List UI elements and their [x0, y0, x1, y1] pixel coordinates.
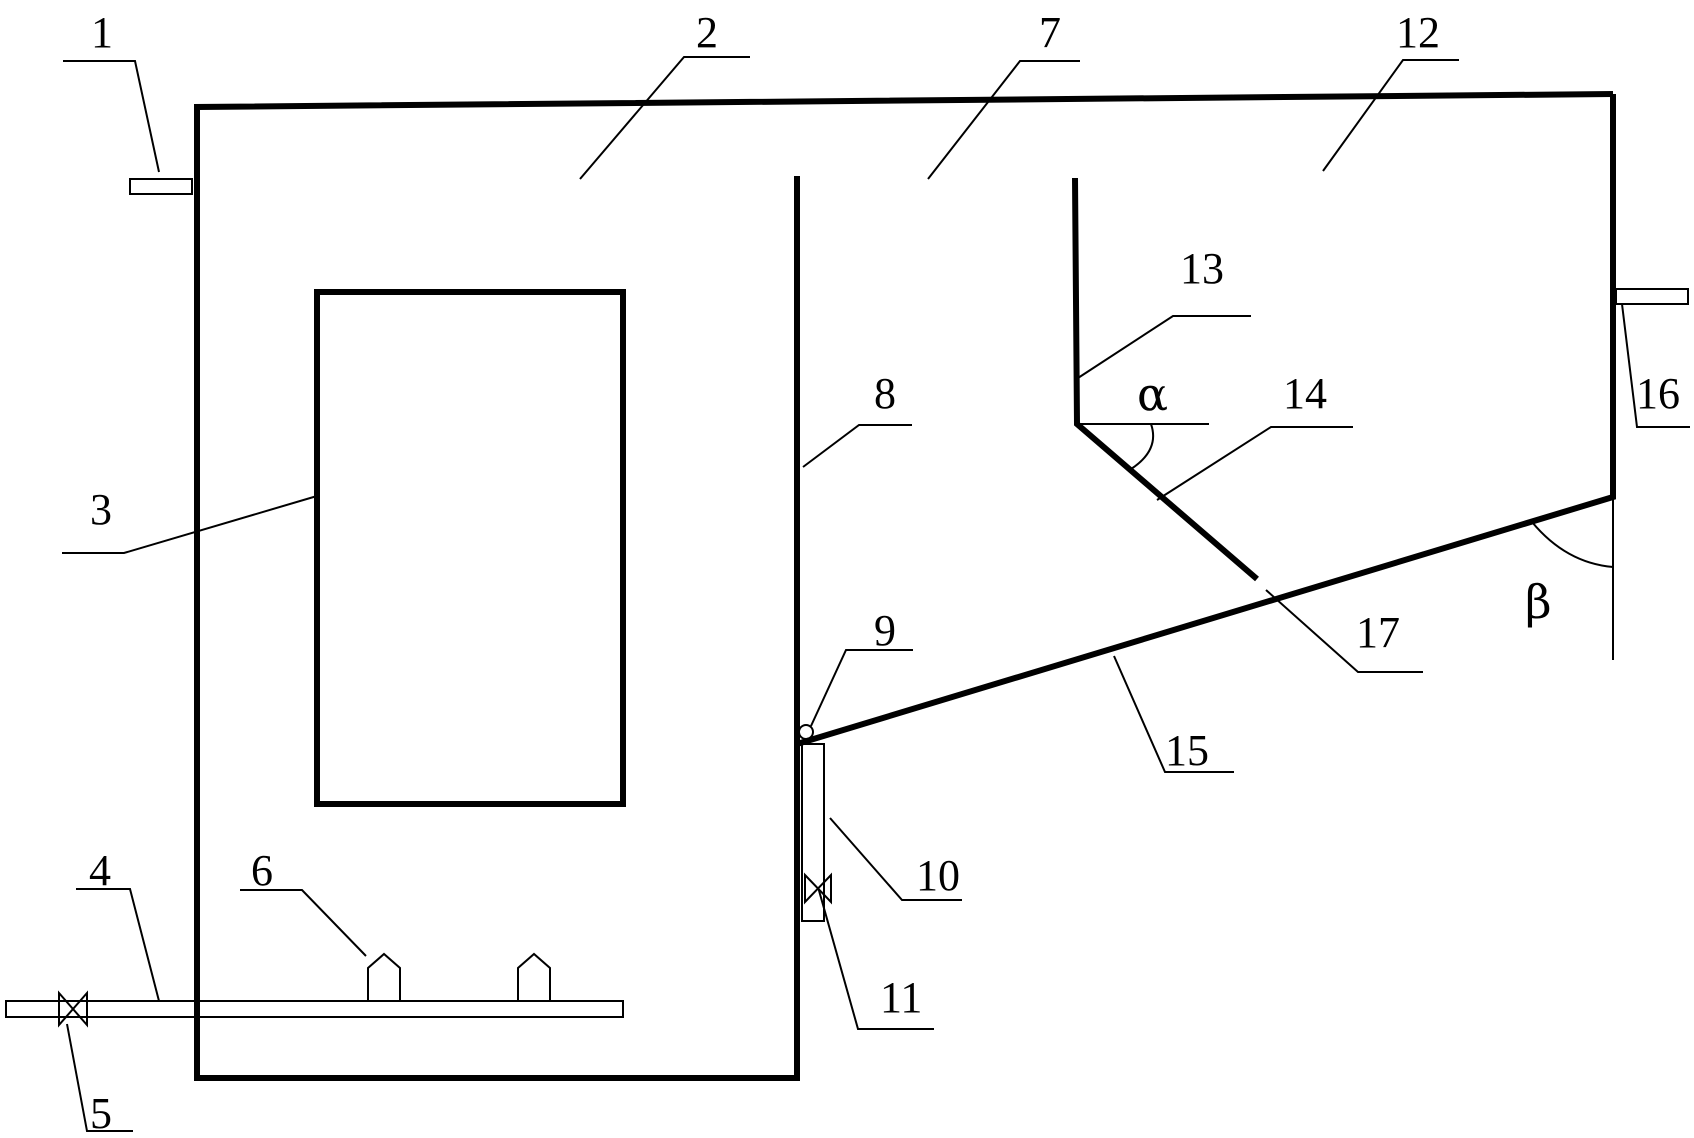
- leader-9: [810, 649, 913, 727]
- leader-12: [1322, 59, 1459, 172]
- leader-16: [1621, 303, 1690, 428]
- alpha-label: α: [1137, 367, 1168, 421]
- feed-pipe: [5, 1000, 624, 1018]
- leader-3: [62, 495, 318, 554]
- leader-11: [817, 886, 934, 1030]
- label-17: 17: [1356, 608, 1400, 657]
- label-3: 3: [90, 485, 112, 534]
- leader-10: [829, 817, 962, 901]
- label-14: 14: [1283, 369, 1327, 418]
- label-13: 13: [1180, 244, 1224, 293]
- leader-7: [927, 60, 1080, 180]
- label-8: 8: [874, 369, 896, 418]
- nozzle-icon: [517, 952, 551, 1001]
- alpha-arc: [1130, 423, 1155, 470]
- label-7: 7: [1039, 8, 1061, 57]
- leader-17: [1265, 589, 1423, 673]
- leader-13: [1077, 315, 1251, 379]
- hinge-icon: [798, 724, 814, 740]
- inlet-pipe: [129, 178, 193, 195]
- label-15: 15: [1165, 726, 1209, 775]
- label-2: 2: [696, 8, 718, 57]
- inner-box: [314, 289, 626, 807]
- leader-4: [76, 888, 160, 1002]
- label-6: 6: [251, 846, 273, 895]
- beta-arc: [1531, 521, 1614, 568]
- leader-1: [63, 60, 160, 173]
- label-4: 4: [89, 846, 111, 895]
- leader-5: [66, 1023, 133, 1132]
- label-10: 10: [916, 851, 960, 900]
- left-tank-wall: [194, 91, 1614, 1081]
- leader-6: [240, 889, 367, 957]
- label-11: 11: [880, 973, 922, 1022]
- leader-14: [1156, 426, 1353, 501]
- nozzle-icon: [367, 952, 401, 1001]
- label-1: 1: [91, 8, 113, 57]
- leader-8: [802, 424, 912, 468]
- label-5: 5: [90, 1089, 112, 1138]
- feed-valve-icon: [58, 990, 88, 1028]
- label-12: 12: [1396, 8, 1440, 57]
- leader-2: [579, 56, 750, 180]
- label-16: 16: [1636, 369, 1680, 418]
- outlet-pipe: [1615, 288, 1689, 305]
- beta-label: β: [1525, 575, 1552, 629]
- leader-15: [1113, 655, 1234, 773]
- right-chamber-wall: [796, 94, 1616, 747]
- drain-pipe: [801, 743, 825, 922]
- drain-valve-icon: [804, 872, 832, 905]
- label-9: 9: [874, 606, 896, 655]
